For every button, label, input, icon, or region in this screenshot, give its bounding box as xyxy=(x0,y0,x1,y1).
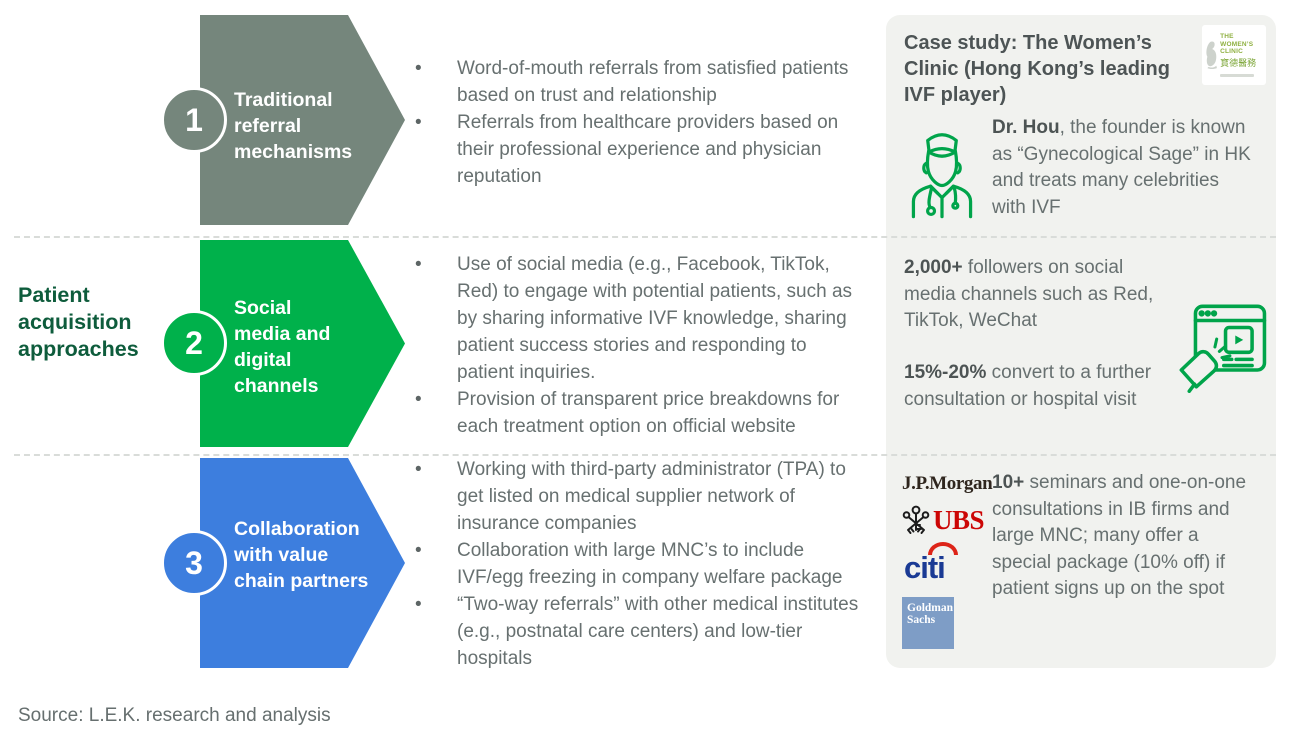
process-arrow-1: Traditional referral mechanisms xyxy=(200,15,405,225)
social-stat-conversion: 15%-20% convert to a further consultatio… xyxy=(904,362,1152,410)
arrow-title-3: Collaboration with value chain partners xyxy=(234,518,369,592)
mother-figure-icon xyxy=(1206,41,1217,70)
womens-clinic-logo: THE WOMEN’S CLINIC 寶德醫務 xyxy=(1202,25,1266,85)
dashed-divider-1 xyxy=(14,236,1276,238)
founder-text: Dr. Hou, the founder is known as “Gyneco… xyxy=(992,117,1251,218)
digital-marketing-icon xyxy=(1176,301,1268,398)
left-label: Patient acquisition approaches xyxy=(18,283,139,361)
citi-logo: citi xyxy=(902,542,982,585)
bullet-item: Use of social media (e.g., Facebook, Tik… xyxy=(413,251,865,386)
bullet-item: Referrals from healthcare providers base… xyxy=(413,109,865,190)
ubs-keys-icon xyxy=(902,505,930,534)
bullet-item: Collaboration with large MNC’s to includ… xyxy=(413,537,865,591)
goldman-sachs-logo: Goldman Sachs xyxy=(902,597,954,649)
jpmorgan-logo: J.P.Morgan xyxy=(902,473,993,494)
source-note: Source: L.E.K. research and analysis xyxy=(18,705,331,726)
case-study-panel: Case study: The Women’s Clinic (Hong Kon… xyxy=(886,15,1276,668)
chevron-shape-1 xyxy=(200,15,405,225)
bullet-item: “Two-way referrals” with other medical i… xyxy=(413,591,865,672)
arrow-title-2: Social media and digital channels xyxy=(234,297,331,397)
clinic-logo-chinese: 寶德醫務 xyxy=(1220,57,1257,68)
dashed-divider-2 xyxy=(14,454,1276,456)
case-study-title: Case study: The Women’s Clinic (Hong Kon… xyxy=(904,32,1170,106)
doctor-icon xyxy=(902,119,982,226)
process-arrow-3: Collaboration with value chain partners xyxy=(200,458,405,668)
bullet-item: Working with third-party administrator (… xyxy=(413,456,865,537)
founder-name: Dr. Hou xyxy=(992,117,1060,138)
chevron-shape-3 xyxy=(200,458,405,668)
ubs-wordmark: UBS xyxy=(933,504,985,535)
step-number-2: 2 xyxy=(161,310,227,376)
process-arrow-2: Social media and digital channels xyxy=(200,240,405,447)
citi-arc-icon xyxy=(928,542,958,555)
step-number-3: 3 xyxy=(161,530,227,596)
bullet-item: Word-of-mouth referrals from satisfied p… xyxy=(413,55,865,109)
bullet-list-3: Working with third-party administrator (… xyxy=(413,456,865,672)
bullet-item: Provision of transparent price breakdown… xyxy=(413,386,865,440)
bullet-list-2: Use of social media (e.g., Facebook, Tik… xyxy=(413,251,865,440)
partner-logos: J.P.Morgan UBS citi Goldman Sachs xyxy=(902,473,994,649)
clinic-logo-tagline xyxy=(1220,73,1255,77)
bullet-list-1: Word-of-mouth referrals from satisfied p… xyxy=(413,55,865,190)
step-number-1: 1 xyxy=(161,87,227,153)
partners-text: 10+ seminars and one-on-one consultation… xyxy=(992,472,1247,599)
arrow-title-1: Traditional referral mechanisms xyxy=(234,89,353,163)
social-stat-followers: 2,000+ followers on social media channel… xyxy=(904,257,1154,331)
citi-wordmark: citi xyxy=(904,550,946,585)
chevron-shape-2 xyxy=(200,240,405,447)
clinic-logo-name: THE WOMEN’S CLINIC xyxy=(1220,33,1254,56)
ubs-logo: UBS xyxy=(902,504,994,536)
